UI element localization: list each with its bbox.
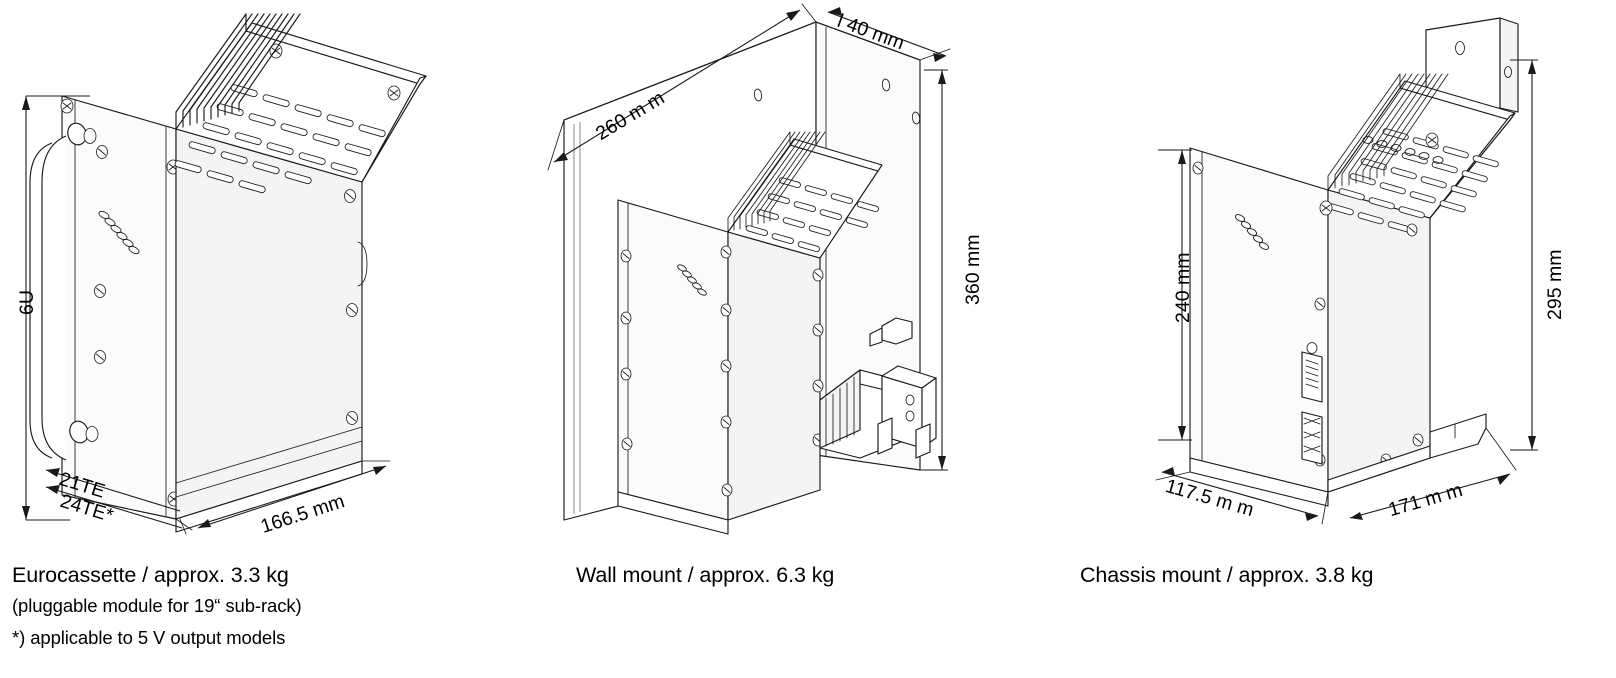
wall-mount-drawing (547, 3, 951, 535)
chassis-dimension-lines (1155, 59, 1538, 525)
chassis-mount-drawing (1155, 17, 1538, 525)
subcaption-eurocassette-2: *) applicable to 5 V output models (12, 627, 286, 648)
view-eurocassette: 6U 21TE 24TE* 166.5 mm Eurocassette / ap… (0, 0, 520, 678)
euro-front-vent-marks (98, 210, 140, 255)
chassis-psu-body (1189, 80, 1516, 493)
wall-dimension-lines (547, 3, 951, 471)
view-wall-mount: 260 m m l 40 mm 360 mm Wall mount / appr… (530, 0, 1030, 678)
wall-terminal-block (819, 317, 937, 459)
subcaption-eurocassette-1: (pluggable module for 19“ sub-rack) (12, 595, 302, 616)
wall-front-vent-marks (677, 264, 707, 296)
caption-chassis-mount: Chassis mount / approx. 3.8 kg (1080, 563, 1374, 587)
dim-label-240mm: 240 mm (1172, 252, 1194, 323)
euro-dimension-lines (22, 95, 391, 535)
caption-wall-mount: Wall mount / approx. 6.3 kg (576, 563, 835, 587)
euro-side-face (175, 128, 368, 520)
wall-heatsink-fins (727, 131, 826, 233)
wall-vent-slots (745, 177, 879, 253)
euro-top-cover (174, 22, 427, 194)
chassis-body-screws (1192, 132, 1439, 467)
view-chassis-mount: 240 mm 295 mm 117.5 m m 171 m m Chassis … (1040, 0, 1616, 678)
euro-handle (29, 122, 99, 461)
wall-body-screws (620, 245, 824, 497)
chassis-heatsink-fins (1327, 73, 1449, 191)
dim-label-6u: 6U (16, 290, 38, 315)
caption-eurocassette: Eurocassette / approx. 3.3 kg (12, 563, 289, 587)
chassis-connectors (1301, 342, 1323, 465)
dim-label-295mm: 295 mm (1544, 249, 1566, 320)
eurocassette-drawing (22, 13, 427, 535)
euro-front-plate (61, 95, 177, 520)
wall-bottom-flange (617, 491, 729, 535)
chassis-front-vent-marks (1234, 214, 1270, 250)
euro-vent-slots (174, 84, 386, 194)
dim-label-360mm: 360 mm (962, 234, 984, 305)
euro-heatsink-fins (175, 13, 301, 130)
wall-psu-body (617, 138, 883, 521)
chassis-bottom-flanges (1189, 413, 1487, 507)
